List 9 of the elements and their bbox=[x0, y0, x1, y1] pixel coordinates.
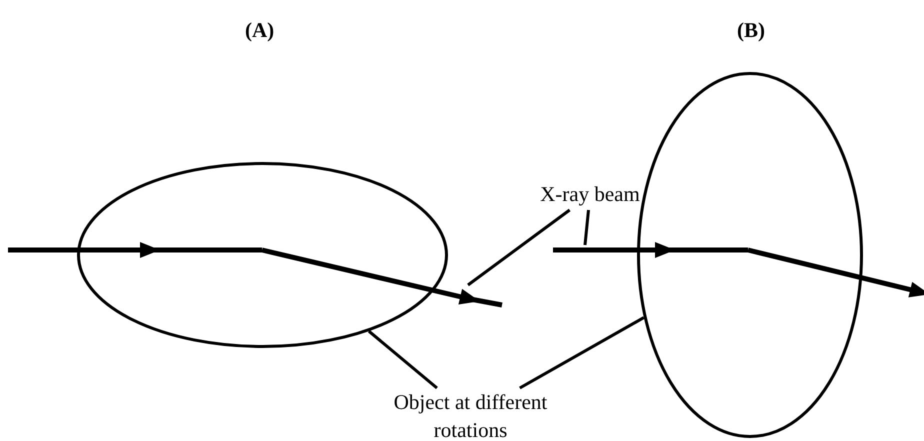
leader-line bbox=[368, 330, 438, 390]
object-ellipse bbox=[77, 162, 448, 348]
leader-line bbox=[519, 316, 645, 390]
panel-label: (B) bbox=[737, 18, 765, 43]
panel-label: (A) bbox=[245, 18, 274, 43]
leader-line bbox=[467, 208, 571, 286]
label-text: Object at different rotations bbox=[388, 388, 553, 441]
label-text: X-ray beam bbox=[535, 180, 645, 210]
leader-line bbox=[584, 210, 590, 246]
